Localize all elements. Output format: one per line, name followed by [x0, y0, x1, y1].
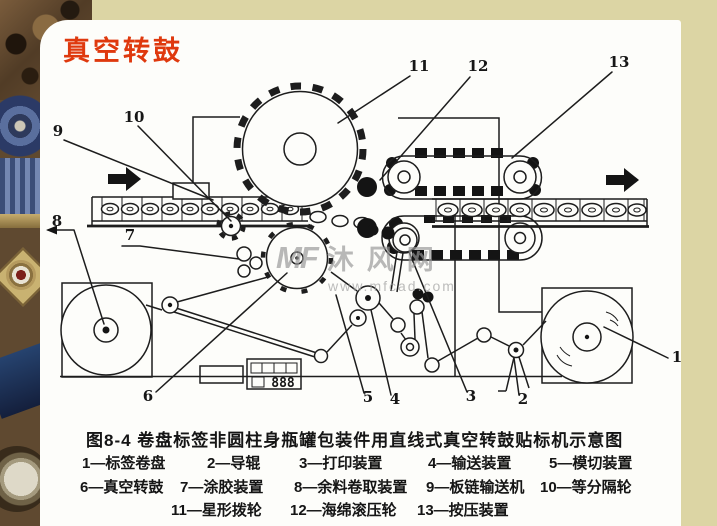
- callout-2: 2: [518, 390, 528, 408]
- callout-7: 7: [125, 226, 135, 244]
- counter-box: 888: [199, 358, 302, 391]
- page-title: 真空转鼓: [63, 36, 183, 66]
- bottles-right: [437, 202, 647, 218]
- printer-unit: [367, 224, 418, 253]
- callout-6: 6: [143, 387, 153, 405]
- press-belt-upper: [381, 148, 543, 200]
- callout-10: 10: [124, 108, 145, 126]
- watermark-url: www.mfcad.com: [328, 278, 456, 294]
- watermark-name: 沐风网: [326, 245, 447, 275]
- counter-display: 888: [271, 376, 295, 391]
- flow-arrow-right: [606, 168, 639, 192]
- label-web-path: [145, 251, 547, 392]
- watermark: MF 沐风网 www.mfcad.com: [276, 238, 456, 295]
- callout-3: 3: [466, 387, 476, 405]
- callout-12: 12: [468, 57, 489, 75]
- callout-9: 9: [53, 122, 63, 140]
- callout-13: 13: [609, 53, 630, 71]
- bottles-left: [100, 202, 300, 216]
- flow-arrow-left: [108, 167, 141, 191]
- legend-item-6: 6—真空转鼓: [80, 479, 164, 496]
- legend-item-4: 4—输送装置: [428, 455, 512, 472]
- callout-1: 1: [672, 348, 682, 366]
- callout-8: 8: [52, 212, 62, 230]
- legend-item-7: 7—涂胶装置: [180, 479, 264, 496]
- medal-bar: [0, 214, 40, 228]
- callout-11: 11: [409, 57, 430, 75]
- legend-item-12: 12—海绵滚压轮: [290, 502, 397, 519]
- callout-5: 5: [363, 388, 373, 406]
- legend-item-5: 5—模切装置: [549, 455, 633, 472]
- medal-rosette: [0, 92, 40, 162]
- legend-item-11: 11—星形拨轮: [171, 502, 262, 519]
- vacuum-drum: [260, 221, 334, 295]
- legend-item-2: 2—导辊: [207, 455, 261, 472]
- medal-ribbon: [0, 158, 40, 218]
- legend-item-13: 13—按压装置: [417, 502, 509, 519]
- watermark-logo: MF: [276, 239, 319, 275]
- callout-4: 4: [390, 390, 400, 408]
- guide-roller-bracket: [498, 341, 530, 392]
- slat-conveyor-right: [432, 168, 649, 228]
- callout-numbers: 1 2 3 4 5 6 7 8 9 10 11 12 13: [52, 53, 682, 408]
- star-medal-center: [6, 260, 36, 290]
- waste-takeup-reel: [60, 282, 153, 378]
- label-reel: [540, 287, 634, 384]
- legend-item-9: 9—板链输送机: [426, 479, 525, 496]
- legend-item-10: 10—等分隔轮: [540, 479, 632, 496]
- legend-item-8: 8—余料卷取装置: [294, 479, 408, 496]
- callout-leaders: [46, 71, 669, 396]
- star-wheel: [233, 82, 367, 216]
- legend-item-3: 3—打印装置: [299, 455, 383, 472]
- figure-caption: 图8-4 卷盘标签非圆柱身瓶罐包装件用直线式真空转鼓贴标机示意图: [86, 431, 624, 450]
- legend-item-1: 1—标签卷盘: [82, 455, 166, 472]
- divider-gear: [216, 211, 246, 241]
- glue-rollers: [236, 246, 263, 278]
